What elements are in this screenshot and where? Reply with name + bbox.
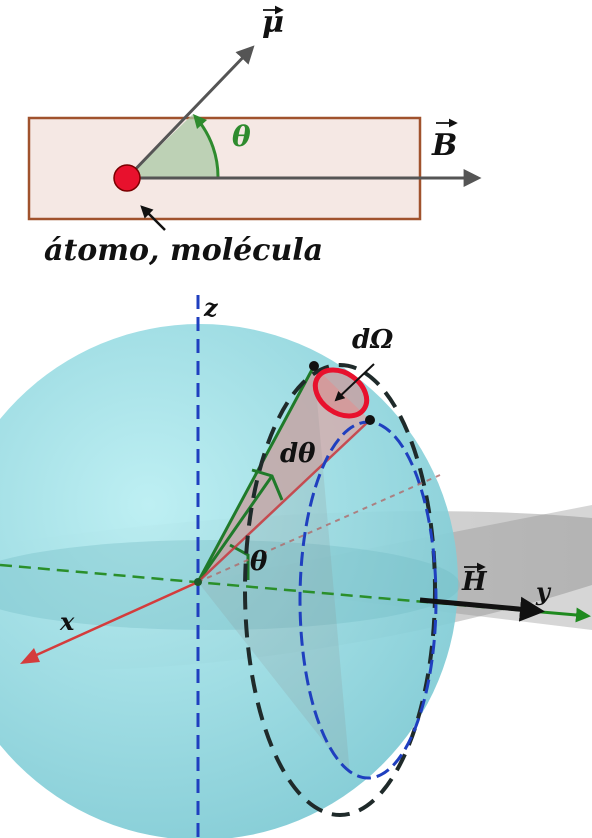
- material-slab: [27, 116, 422, 221]
- vector-mu-arrow: [125, 45, 255, 180]
- cap-point-1: [309, 361, 319, 371]
- atom-caption: átomo, molécula: [44, 233, 323, 268]
- top-panel: μ B θ átomo, molécula: [27, 5, 482, 268]
- angle-theta-label: θ: [232, 120, 251, 153]
- axis-x-back: [197, 474, 441, 583]
- sphere: [0, 324, 458, 838]
- cone-edge-green-outer: [196, 365, 316, 583]
- cone-edge-red: [197, 419, 371, 583]
- dtheta-arc: [251, 468, 284, 501]
- vector-b-label: B: [431, 128, 457, 163]
- atom-dot: [113, 164, 141, 192]
- axis-z-label: z: [203, 293, 219, 322]
- theta-arc: [229, 543, 250, 580]
- large-cone-shade: [198, 366, 350, 775]
- cap-point-2: [365, 415, 375, 425]
- vector-h-label: H: [461, 567, 488, 597]
- cone-edge-green-inner: [196, 475, 274, 583]
- solid-angle-label: dΩ: [352, 325, 393, 355]
- sphere-panel: z x y dΩ dθ θ H: [0, 293, 592, 838]
- axis-x-label: x: [59, 607, 75, 636]
- atom-pointer-arrow: [140, 205, 166, 231]
- axis-y-dashed: [0, 563, 541, 614]
- axis-x-arrowhead: [20, 648, 40, 664]
- angle-arc-arrowhead: [193, 114, 207, 129]
- theta-label: θ: [250, 547, 268, 577]
- solid-angle-pointer: [334, 363, 375, 402]
- dtheta-label: dθ: [280, 439, 316, 469]
- axis-x: [31, 580, 199, 659]
- angle-sector: [127, 114, 219, 178]
- origin-point: [194, 578, 202, 586]
- solid-angle-cone: [198, 366, 370, 582]
- axis-y-label: y: [535, 577, 552, 606]
- vector-h-arrow: [419, 596, 545, 622]
